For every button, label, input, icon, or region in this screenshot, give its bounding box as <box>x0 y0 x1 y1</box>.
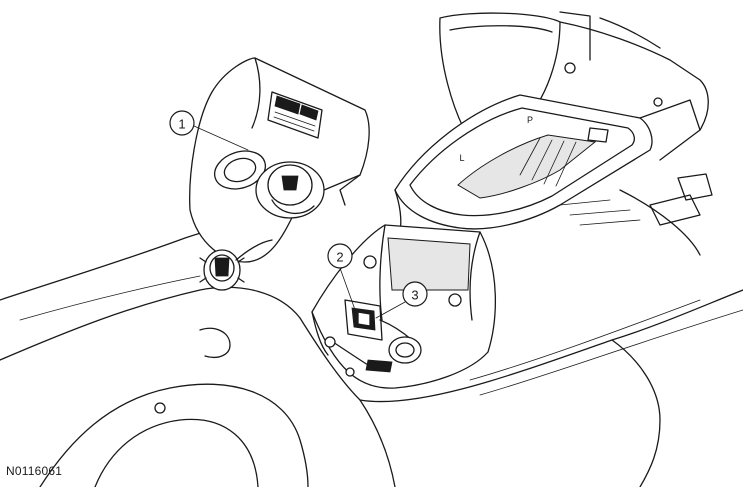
callout-1: 1 <box>169 110 195 136</box>
gear-label-p: P <box>527 115 533 125</box>
power-point-bezel <box>189 57 370 263</box>
callout-3: 3 <box>402 281 428 307</box>
power-socket <box>199 239 273 291</box>
lower-console-opening <box>311 224 496 389</box>
leader-lines <box>193 125 406 319</box>
badge-logo-icon <box>273 95 319 132</box>
console-body <box>0 221 743 487</box>
callout-2: 2 <box>327 243 353 269</box>
callout-1-label: 1 <box>178 117 185 132</box>
callout-3-label: 3 <box>411 288 418 303</box>
figure-reference: N0116061 <box>6 464 63 478</box>
gear-shifter <box>394 11 713 256</box>
gear-label-l: L <box>459 153 464 163</box>
cup-holder <box>154 327 231 414</box>
callout-2-label: 2 <box>336 250 343 265</box>
